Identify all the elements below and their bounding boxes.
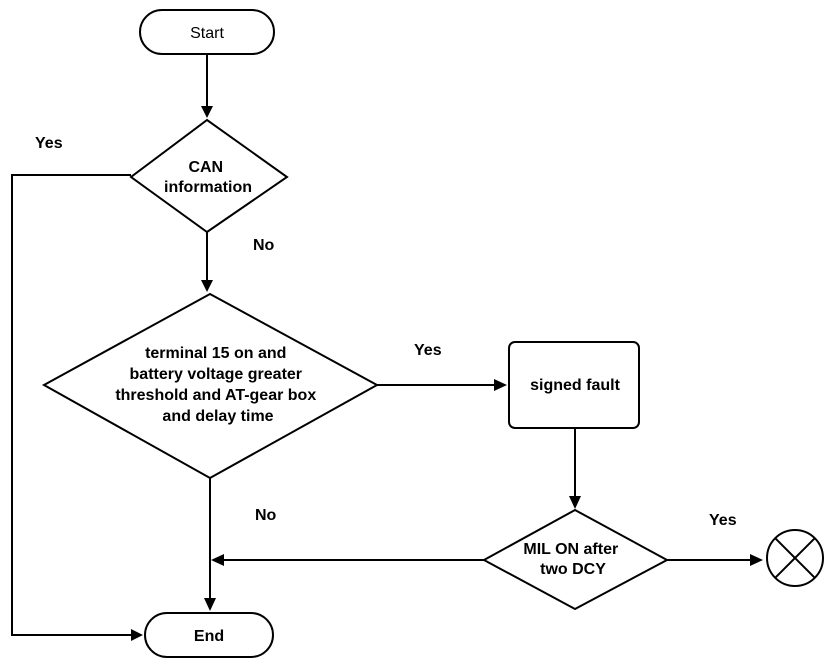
condition-line-3: threshold and AT-gear box [115,387,316,404]
arrowhead-mil-no-to-main [211,554,224,566]
arrowhead-fault-to-mil [569,496,581,509]
start-label: Start [190,25,224,42]
mil-line-1: MIL ON after [523,541,618,558]
can-yes-label: Yes [35,135,63,152]
condition-line-1: terminal 15 on and [145,345,286,362]
arrowhead-start-to-can [201,106,213,118]
end-node [144,612,274,658]
arrowhead-can-no-to-condition [201,280,213,292]
condition-yes-label: Yes [414,342,442,359]
can-decision-line-2: information [164,179,252,196]
can-no-label: No [253,237,275,254]
condition-no-label: No [255,507,277,524]
edge-can-yes-to-end [11,174,133,636]
arrowhead-can-yes-to-end [131,629,143,641]
signed-fault-label: signed fault [530,377,620,394]
condition-decision [41,292,380,480]
mil-yes-label: Yes [709,512,737,529]
arrowhead-condition-no-to-end [204,598,216,611]
condition-line-4: and delay time [162,408,273,425]
lamp-cross-line-2 [774,537,816,579]
mil-line-2: two DCY [540,561,606,578]
can-decision [129,118,289,234]
lamp-cross-icon [766,529,824,587]
end-label: End [194,628,224,645]
mil-decision [481,508,670,611]
arrowhead-condition-yes-to-fault [494,379,507,391]
condition-line-2: battery voltage greater [130,366,303,383]
arrowhead-mil-yes-to-lamp [750,554,763,566]
can-decision-label: CAN information [164,159,252,196]
condition-decision-label: terminal 15 on and battery voltage great… [115,345,320,425]
can-decision-line-1: CAN [188,159,223,176]
mil-decision-label: MIL ON after two DCY [523,541,622,578]
